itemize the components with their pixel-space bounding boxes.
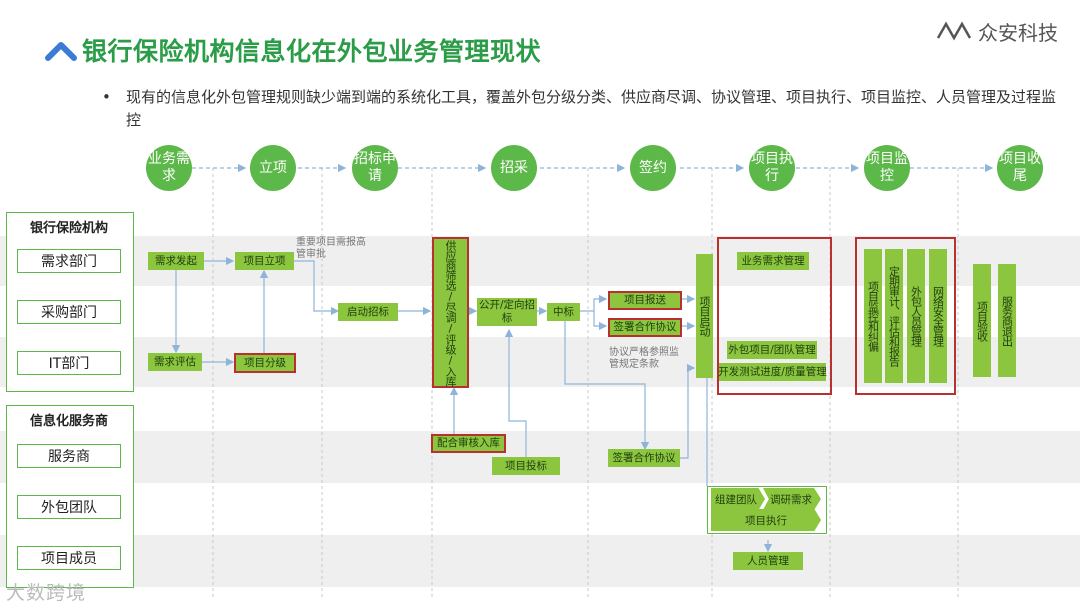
node-staff-management: 人员管理 <box>733 552 803 570</box>
node-business-requirement-mgmt: 业务需求管理 <box>737 252 809 270</box>
vendor-group-title: 信息化服务商 <box>29 413 108 429</box>
lane-it-dept: IT部门 <box>17 351 121 375</box>
node-vendor-sign-agreement: 签署合作协议 <box>608 449 680 467</box>
chevron-up-icon <box>45 42 77 61</box>
page-title: 银行保险机构信息化在外包业务管理现状 <box>82 37 542 66</box>
note-regulatory-clauses: 协议严格参照监管规定条款 <box>609 347 679 370</box>
node-supplier-screening: 供应商筛选/尽调/评级/入库 <box>432 237 469 388</box>
node-open-bidding: 公开/定向招标 <box>477 298 537 326</box>
node-outsourcing-team-mgmt: 外包项目/团队管理 <box>727 341 817 359</box>
bank-group-title: 银行保险机构 <box>29 220 108 236</box>
lane-project-member: 项目成员 <box>17 546 121 570</box>
node-monitor-correction: 项目监控和纠偏 <box>864 249 882 383</box>
node-requirement-initiation: 需求发起 <box>148 252 204 270</box>
node-sign-agreement: 签署合作协议 <box>608 318 682 337</box>
node-network-security-mgmt: 网络安全管理 <box>929 249 947 383</box>
node-vendor-exit: 服务商退出 <box>998 264 1016 377</box>
brand-logo-icon <box>936 21 972 41</box>
lane-service-provider: 服务商 <box>17 444 121 468</box>
node-bid-won: 中标 <box>547 303 580 321</box>
monitoring-highlight-frame <box>855 237 956 395</box>
node-start-bidding: 启动招标 <box>338 303 398 321</box>
stage-project-setup: 立项 <box>250 145 296 191</box>
node-research-requirement: 调研需求 <box>763 488 821 510</box>
node-project-kickoff: 项目启动 <box>696 254 713 378</box>
stage-closing: 项目收尾 <box>997 145 1043 191</box>
node-outsourced-staff-mgmt: 外包人员管理 <box>907 249 925 383</box>
bullet-text: 现有的信息化外包管理规则缺少端到端的系统化工具，覆盖外包分级分类、供应商尽调、协… <box>126 88 1057 129</box>
node-build-team: 组建团队 <box>711 488 765 510</box>
execution-highlight-frame <box>717 237 832 395</box>
node-project-grading: 项目分级 <box>234 353 296 373</box>
watermark-text: 大数跨境 <box>6 582 87 604</box>
node-project-setup: 项目立项 <box>235 252 294 270</box>
brand-name: 众安科技 <box>978 21 1058 45</box>
stage-signing: 签约 <box>630 145 676 191</box>
node-project-report: 项目报送 <box>608 291 682 310</box>
note-important-approval: 重要项目需报高管审批 <box>296 237 366 260</box>
lane-procurement-dept: 采购部门 <box>17 300 121 324</box>
stage-business-requirement: 业务需求 <box>146 145 192 191</box>
node-project-bidding: 项目投标 <box>492 457 560 475</box>
node-project-acceptance: 项目验收 <box>973 264 991 377</box>
lane-band <box>0 535 1080 587</box>
lane-demand-dept: 需求部门 <box>17 249 121 273</box>
node-assist-audit-onboarding: 配合审核入库 <box>431 434 506 453</box>
stage-bid-application: 招标申请 <box>352 145 398 191</box>
node-requirement-evaluation: 需求评估 <box>148 353 202 371</box>
bullet-dot: • <box>102 88 111 106</box>
lane-outsourcing-team: 外包团队 <box>17 495 121 519</box>
node-project-execution: 项目执行 <box>711 509 821 531</box>
node-audit-evaluation-report: 定期审计、评估和报告 <box>885 249 903 383</box>
stage-procurement: 招采 <box>491 145 537 191</box>
stage-execution: 项目执行 <box>749 145 795 191</box>
node-dev-test-quality-mgmt: 开发测试进度/质量管理 <box>718 363 827 381</box>
stage-monitoring: 项目监控 <box>864 145 910 191</box>
